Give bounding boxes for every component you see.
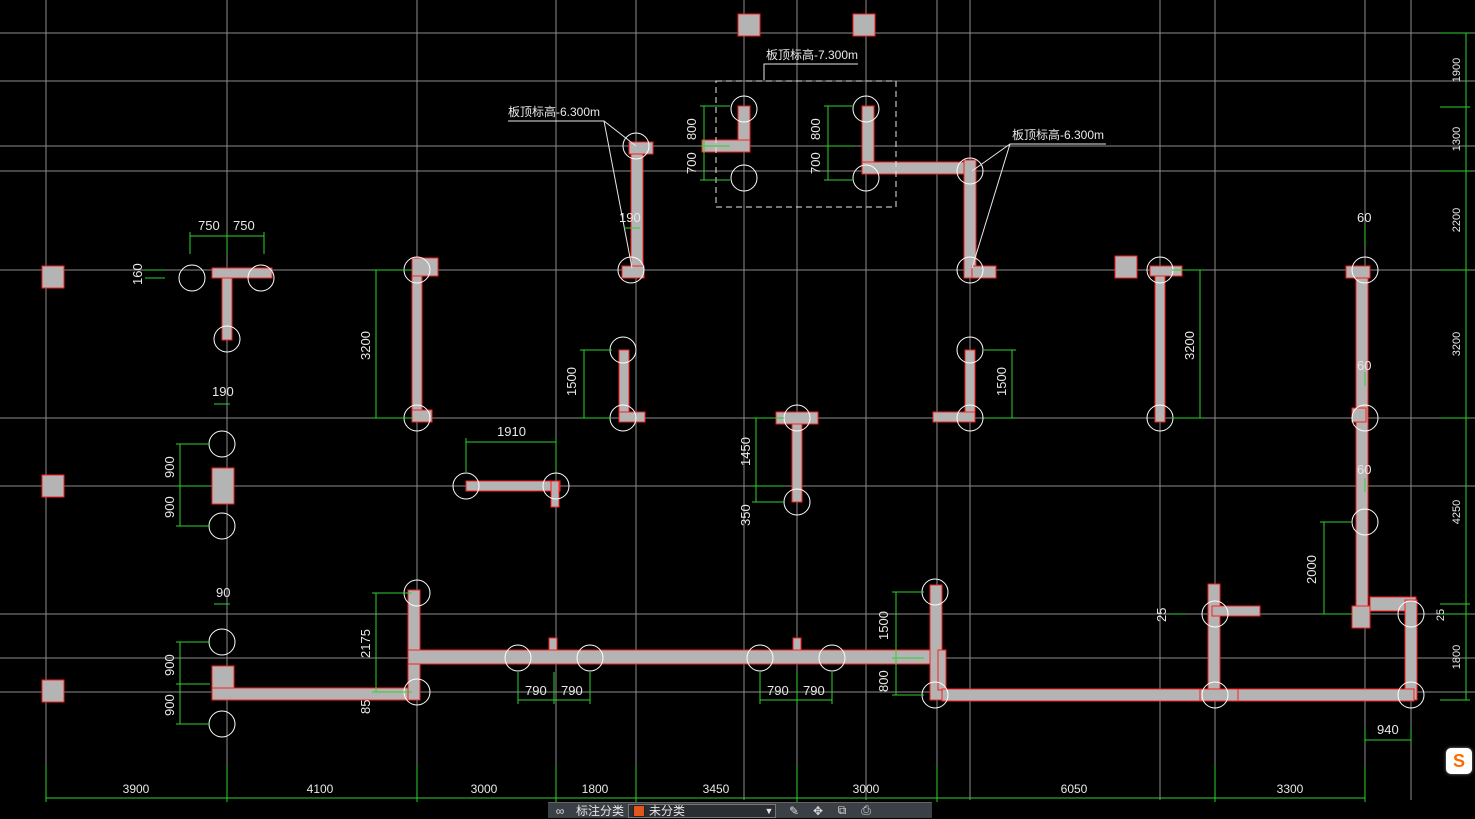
right-dim-2: 1300 <box>1451 127 1463 151</box>
dim-790-3: 790 <box>767 683 789 698</box>
elevation-label-top: 板顶标高-7.300m <box>766 47 858 62</box>
dim-1500-right: 1500 <box>994 367 1009 396</box>
dim-900-a: 900 <box>162 456 177 478</box>
elevation-leaders <box>508 63 1106 269</box>
dim-900-d: 900 <box>162 694 177 716</box>
dim-2175: 2175 <box>358 629 373 658</box>
dim-25-left: 25 <box>1154 608 1169 622</box>
dim-1500-lower: 1500 <box>876 611 891 640</box>
copy-icon[interactable]: ⧉ <box>837 803 847 817</box>
dimension-lines <box>45 32 1470 802</box>
dim-60-top: 60 <box>1357 210 1371 225</box>
annotation-category-select[interactable]: 未分类 ▼ <box>628 803 777 818</box>
badge-letter: S <box>1452 750 1465 771</box>
category-color-swatch <box>633 804 646 817</box>
right-dim-7: 1800 <box>1451 645 1463 669</box>
layers-icon[interactable]: ∞ <box>555 803 565 818</box>
bottom-dim-5: 3450 <box>703 782 730 796</box>
dim-700-a: 700 <box>684 152 699 174</box>
annotation-toolbar: ∞ 标注分类 未分类 ▼ ✎ ✥ ⧉ ⎙ <box>548 802 932 818</box>
dim-1500-left: 1500 <box>564 367 579 396</box>
right-dim-1: 1900 <box>1451 58 1463 82</box>
dim-1450: 1450 <box>738 437 753 466</box>
right-dim-4: 3200 <box>1451 332 1463 356</box>
bottom-dim-8: 3300 <box>1277 782 1304 796</box>
dim-750-right: 750 <box>233 218 255 233</box>
input-method-badge[interactable]: S <box>1446 748 1472 774</box>
right-dim-5: 4250 <box>1451 500 1463 524</box>
dim-900-c: 900 <box>162 654 177 676</box>
dim-700-b: 700 <box>808 152 823 174</box>
dim-790-2: 790 <box>561 683 583 698</box>
elevation-label-right: 板顶标高-6.300m <box>1012 127 1104 142</box>
dim-750-left: 750 <box>198 218 220 233</box>
dim-190-center: 190 <box>619 210 641 225</box>
bottom-dim-1: 3900 <box>123 782 150 796</box>
category-selected-value: 未分类 <box>649 804 686 818</box>
dim-800-c: 800 <box>876 670 891 692</box>
elevation-label-left: 板顶标高-6.300m <box>508 104 600 119</box>
dim-3200-right: 3200 <box>1182 331 1197 360</box>
dim-60-low: 60 <box>1357 462 1371 477</box>
edit-icon[interactable]: ✎ <box>788 803 800 818</box>
dim-3200-left: 3200 <box>358 331 373 360</box>
columns <box>41 13 1138 703</box>
dim-800-b: 800 <box>808 118 823 140</box>
dim-160: 160 <box>130 263 145 285</box>
chevron-down-icon: ▼ <box>764 805 774 816</box>
walls <box>211 105 1418 702</box>
dim-350: 350 <box>738 504 753 526</box>
bottom-dim-6: 3000 <box>853 782 880 796</box>
bottom-dim-7: 6050 <box>1061 782 1088 796</box>
bottom-dim-3: 3000 <box>471 782 498 796</box>
dim-190-left: 190 <box>212 384 234 399</box>
dim-940: 940 <box>1377 722 1399 737</box>
dim-900-b: 900 <box>162 496 177 518</box>
dim-1910: 1910 <box>497 424 526 439</box>
dim-2000: 2000 <box>1304 555 1319 584</box>
dim-60-mid: 60 <box>1357 358 1371 373</box>
dim-800-a: 800 <box>684 118 699 140</box>
right-dim-3: 2200 <box>1451 208 1463 232</box>
bottom-dim-4: 1800 <box>582 782 609 796</box>
right-dim-6: 25 <box>1435 609 1447 621</box>
dim-85: 85 <box>358 700 373 714</box>
bottom-dim-2: 4100 <box>307 782 334 796</box>
dim-790-4: 790 <box>803 683 825 698</box>
dim-790-1: 790 <box>525 683 547 698</box>
annotation-category-label: 标注分类 <box>576 804 625 818</box>
move-icon[interactable]: ✥ <box>812 803 824 818</box>
print-icon[interactable]: ⎙ <box>861 803 871 817</box>
dim-90: 90 <box>216 585 230 600</box>
